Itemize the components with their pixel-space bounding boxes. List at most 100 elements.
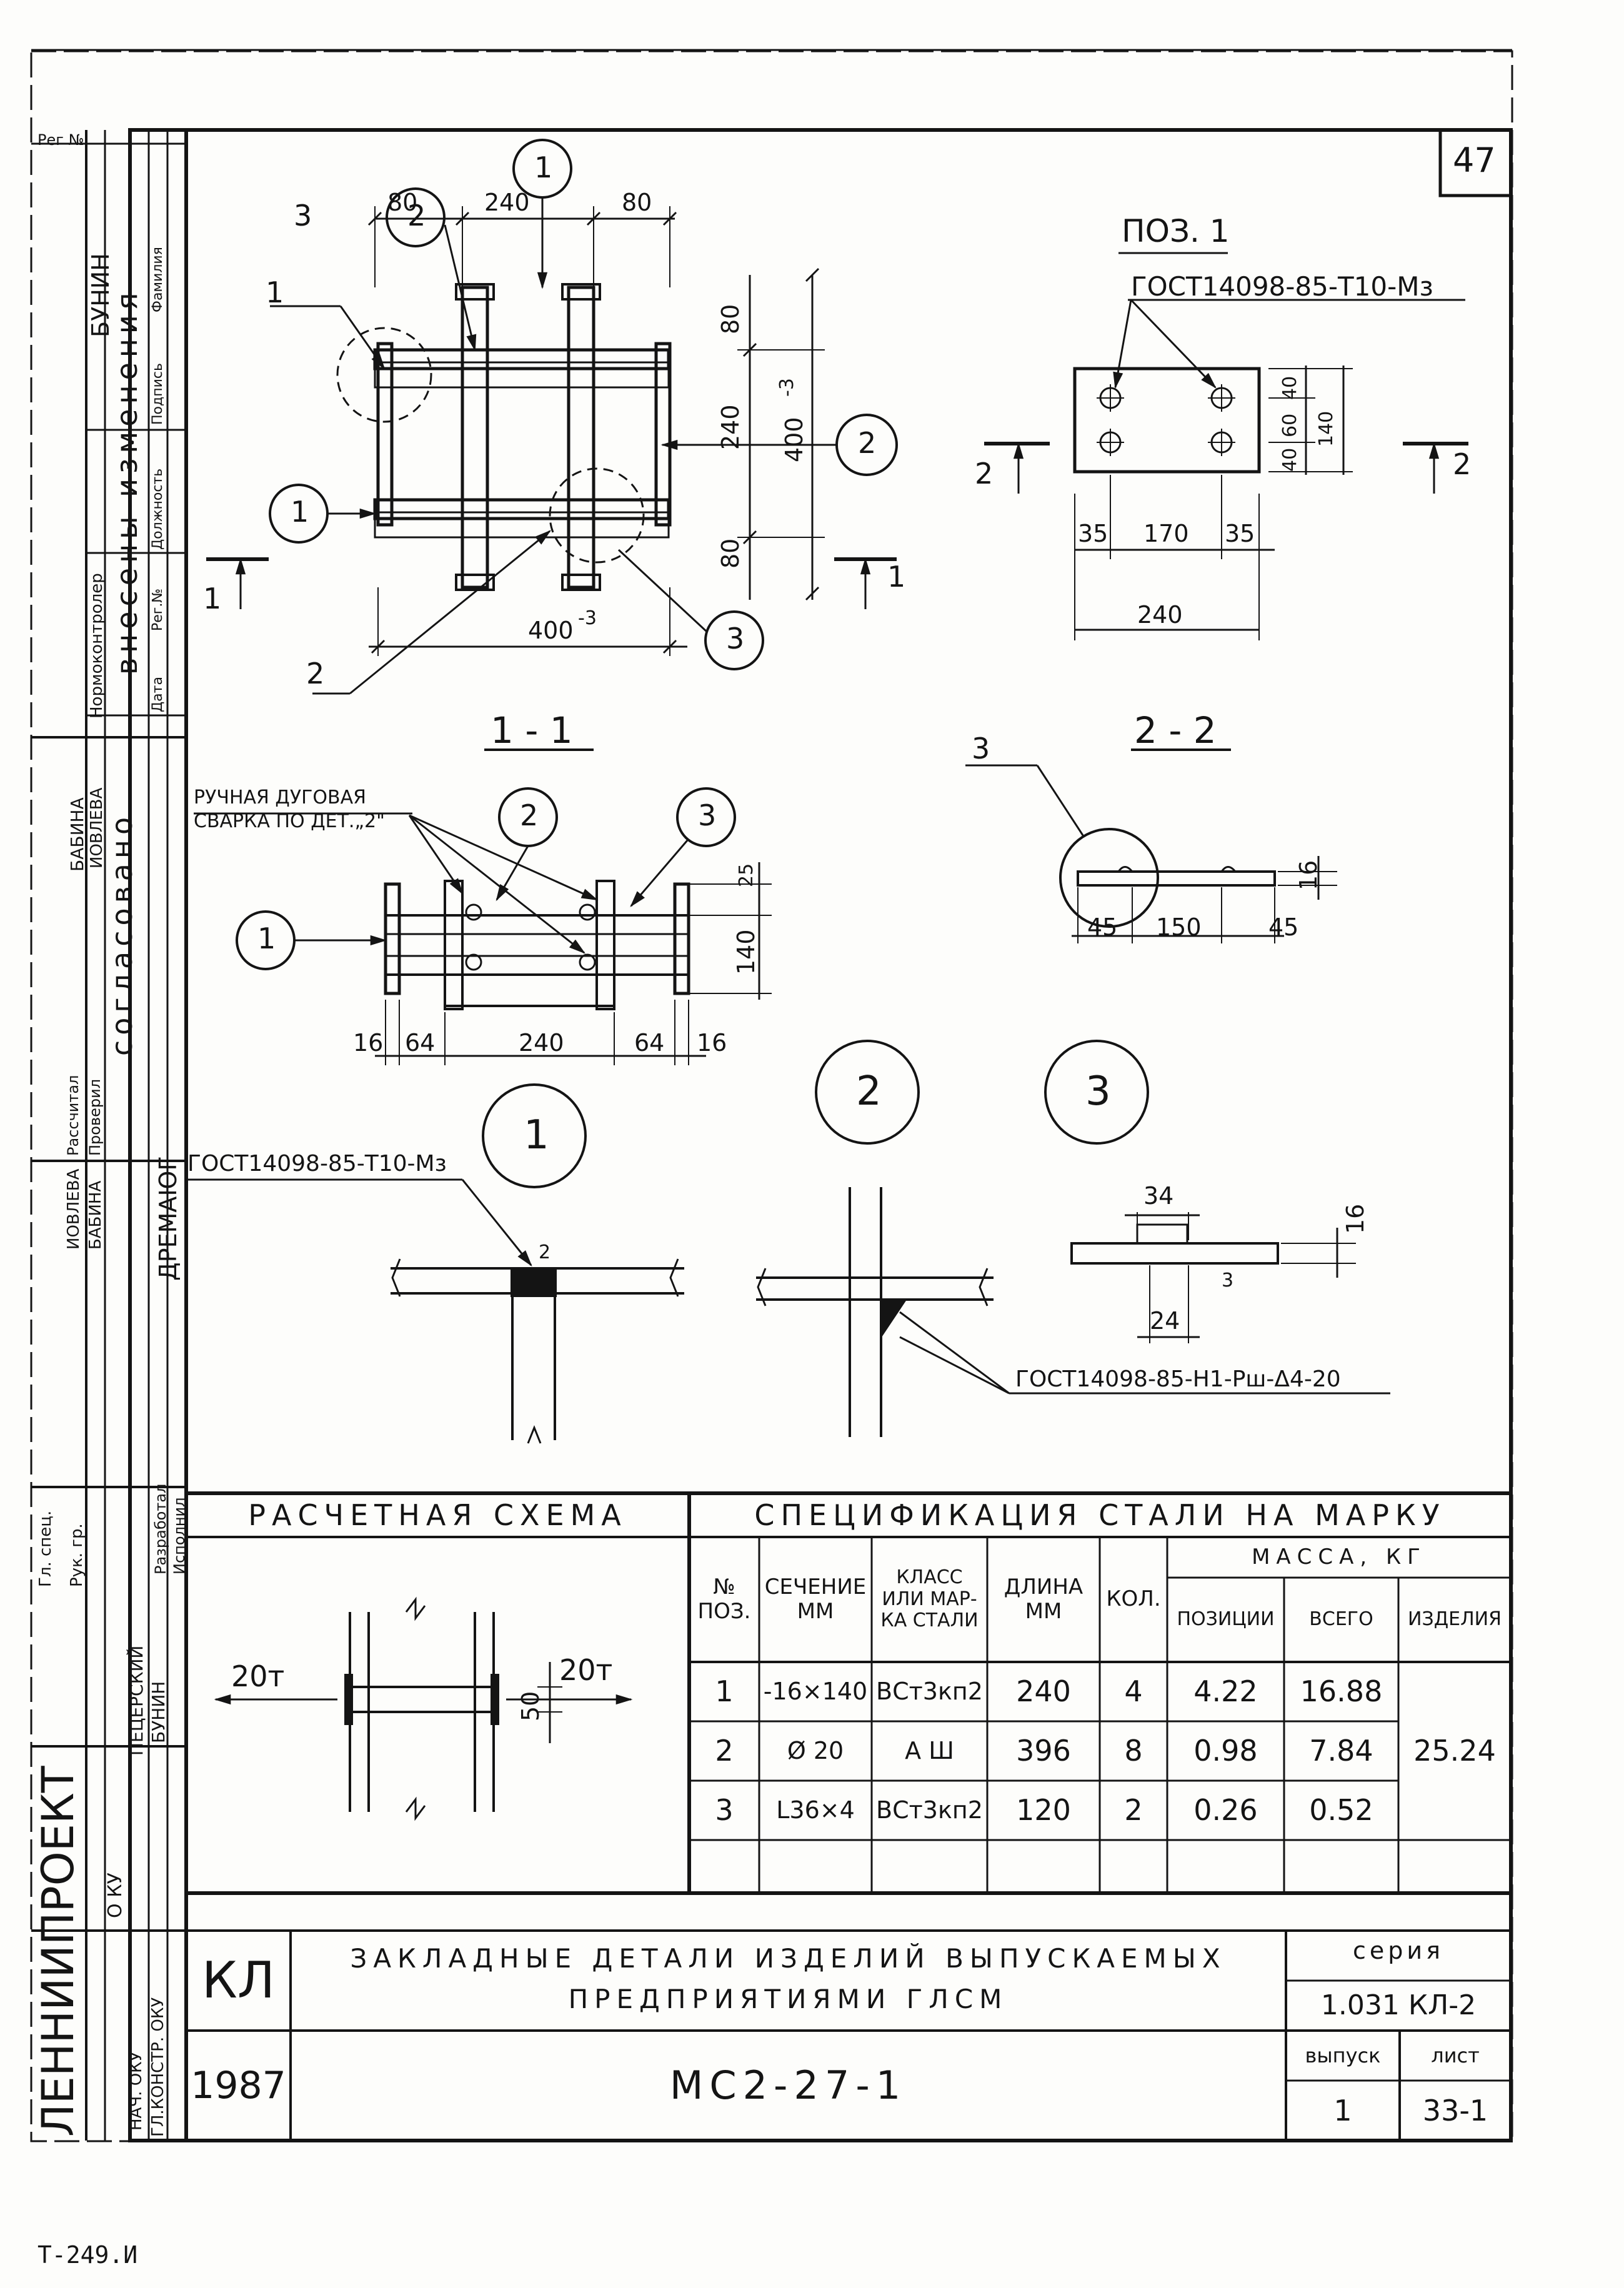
plan-callout-3-bottom: 3	[726, 622, 745, 655]
s11-dim-25: 25	[735, 863, 757, 887]
spec-row1-length: 240	[1016, 1674, 1071, 1709]
spec-hdr-section: СЕЧЕНИЕ ММ	[764, 1574, 867, 1624]
tb-sheet: 33-1	[1422, 2093, 1488, 2127]
normocontrol-role: Нормоконтролер	[87, 573, 106, 719]
role-chief-designer: ГЛ.КОНСТР. ОКУ	[149, 1997, 167, 2137]
role-dept-head: НАЧ. ОКУ	[127, 2051, 146, 2131]
section-mark-2-left: 2	[975, 457, 994, 490]
s11-dim-64a: 64	[405, 1029, 436, 1057]
spec-mass-item: 25.24	[1413, 1734, 1496, 1768]
spec-hdr-pos: № ПОЗ.	[697, 1574, 751, 1624]
dept-label: О КУ	[104, 1873, 126, 1918]
detail-2-label: 2	[856, 1068, 882, 1115]
calc-scheme-title: РАСЧЕТНАЯ СХЕМА	[248, 1498, 627, 1532]
role-chief-spec: Гл. спец.	[36, 1510, 55, 1587]
spec-row3-section: L36×4	[776, 1796, 855, 1824]
role-calculated: Рассчитал	[64, 1075, 82, 1156]
tb-title-line2: ПРЕДПРИЯТИЯМИ ГЛСМ	[568, 1983, 1009, 2014]
spec-hdr-length: ДЛИНА ММ	[1004, 1574, 1083, 1624]
dept-name-1: ПЕЦЕРСКИЙ	[126, 1645, 147, 1756]
spec-row2-length: 396	[1016, 1734, 1071, 1768]
section-mark-1-left: 1	[203, 582, 222, 615]
tb-code: КЛ	[202, 1951, 275, 2009]
pos1-dim-40b: 40	[1279, 447, 1301, 472]
weld-note-line1: РУЧНАЯ ДУГОВАЯ	[194, 787, 366, 808]
spec-hdr-mass-total: ВСЕГО	[1309, 1608, 1373, 1631]
plan-dim-right-top: 80	[717, 304, 744, 334]
plan-callout-1-top: 1	[534, 151, 553, 184]
pos1-dim-240: 240	[1137, 601, 1183, 629]
tb-issue: 1	[1333, 2093, 1352, 2127]
plan-dim-top-left: 80	[387, 189, 418, 216]
tb-series-label: серия	[1353, 1936, 1444, 1964]
s22-dim-16: 16	[1295, 860, 1322, 890]
change-col-reg: Рег.№	[150, 588, 166, 631]
weld-note-line2: СВАРКА ПО ДЕТ.„2"	[194, 810, 385, 832]
pos1-dim-35b: 35	[1225, 520, 1255, 547]
spec-row2-steel: А Ш	[905, 1736, 954, 1764]
agreed-title: согласовано	[105, 812, 139, 1056]
pos1-dim-35a: 35	[1078, 520, 1108, 547]
section-1-1-callout-2: 2	[520, 798, 539, 832]
spec-row3-length: 120	[1016, 1793, 1071, 1828]
spec-hdr-mass-item: ИЗДЕЛИЯ	[1408, 1608, 1502, 1631]
pos1-dim-60: 60	[1279, 413, 1301, 437]
spec-row2-section: Ø 20	[787, 1736, 844, 1764]
calc-gap: 50	[517, 1691, 544, 1721]
section-2-2-callout-3: 3	[972, 732, 990, 765]
plan-dim-overall-v: 400	[780, 417, 808, 462]
tb-year: 1987	[191, 2063, 286, 2107]
s11-dim-16a: 16	[353, 1029, 384, 1057]
detail-2-gost: ГОСТ14098-85-Н1-Рш-Δ4-20	[1015, 1366, 1341, 1392]
plan-callout-2-top: 2	[407, 199, 426, 232]
spec-table-title: СПЕЦИФИКАЦИЯ СТАЛИ НА МАРКУ	[754, 1498, 1446, 1532]
signer-1: ИОВЛЕВА	[64, 1168, 83, 1250]
plan-dim-overall-h: 400	[528, 617, 574, 644]
s11-dim-64b: 64	[634, 1029, 665, 1057]
plan-dim-overall-v-tol: -3	[776, 378, 798, 397]
pos1-dim-40a: 40	[1279, 376, 1301, 400]
calc-force-right: 20т	[559, 1653, 613, 1687]
tb-title-line1: ЗАКЛАДНЫЕ ДЕТАЛИ ИЗДЕЛИЙ ВЫПУСКАЕМЫХ	[350, 1942, 1227, 1974]
section-1-1-callout-3: 3	[698, 798, 717, 832]
spec-row1-qty: 4	[1124, 1674, 1143, 1709]
pos1-gost: ГОСТ14098-85-Т10-Мз	[1131, 271, 1433, 302]
pos1-dim-170: 170	[1143, 520, 1189, 547]
plan-dim-overall-h-tol: -3	[578, 607, 597, 629]
plan-callout-1-left: 1	[291, 495, 309, 529]
role-developed: Разработал	[152, 1483, 169, 1574]
tb-series: 1.031 КЛ-2	[1320, 1989, 1477, 2021]
sheet-number: 47	[1453, 141, 1496, 180]
spec-row2-pos: 2	[715, 1734, 734, 1768]
change-col-date: Дата	[150, 677, 166, 712]
s22-dim-150: 150	[1156, 913, 1202, 941]
spec-hdr-steel: КЛАСС ИЛИ МАР-КА СТАЛИ	[880, 1566, 979, 1632]
reg-no-label: Рег №	[37, 131, 84, 149]
tb-mark: МС2-27-1	[669, 2062, 907, 2109]
detail-1-label: 1	[524, 1112, 549, 1158]
spec-row1-steel: ВСт3кп2	[876, 1677, 983, 1705]
spec-row1-pos: 1	[715, 1674, 734, 1709]
s22-dim-45b: 45	[1268, 913, 1299, 941]
detail-3-dim-34: 34	[1143, 1182, 1174, 1210]
spec-row2-qty: 8	[1124, 1734, 1143, 1768]
plan-dim-top-mid: 240	[484, 189, 530, 216]
spec-row3-steel: ВСт3кп2	[876, 1796, 983, 1824]
spec-row1-section: -16×140	[763, 1677, 868, 1705]
changes-title: внесены изменения	[110, 287, 144, 675]
detail-3-dim-3: 3	[1222, 1270, 1234, 1291]
pos1-title: ПОЗ. 1	[1122, 213, 1230, 249]
s11-dim-140: 140	[732, 929, 760, 975]
s11-dim-240: 240	[519, 1029, 564, 1057]
institute-name: ЛЕННИИПРОЕКТ	[32, 1766, 84, 2137]
spec-hdr-mass-pos: ПОЗИЦИИ	[1177, 1608, 1275, 1631]
change-col-position: Должность	[150, 468, 166, 550]
plan-dim-right-bot: 80	[717, 538, 744, 569]
spec-row2-mass-pos: 0.98	[1193, 1734, 1258, 1768]
checked-name-1: БАБИНА	[67, 797, 87, 872]
detail-1-gost: ГОСТ14098-85-Т10-Мз	[187, 1151, 447, 1176]
change-name: БУНИН	[87, 253, 114, 337]
section-2-2-title: 2 - 2	[1134, 709, 1217, 752]
plan-dim-top-right: 80	[622, 189, 652, 216]
